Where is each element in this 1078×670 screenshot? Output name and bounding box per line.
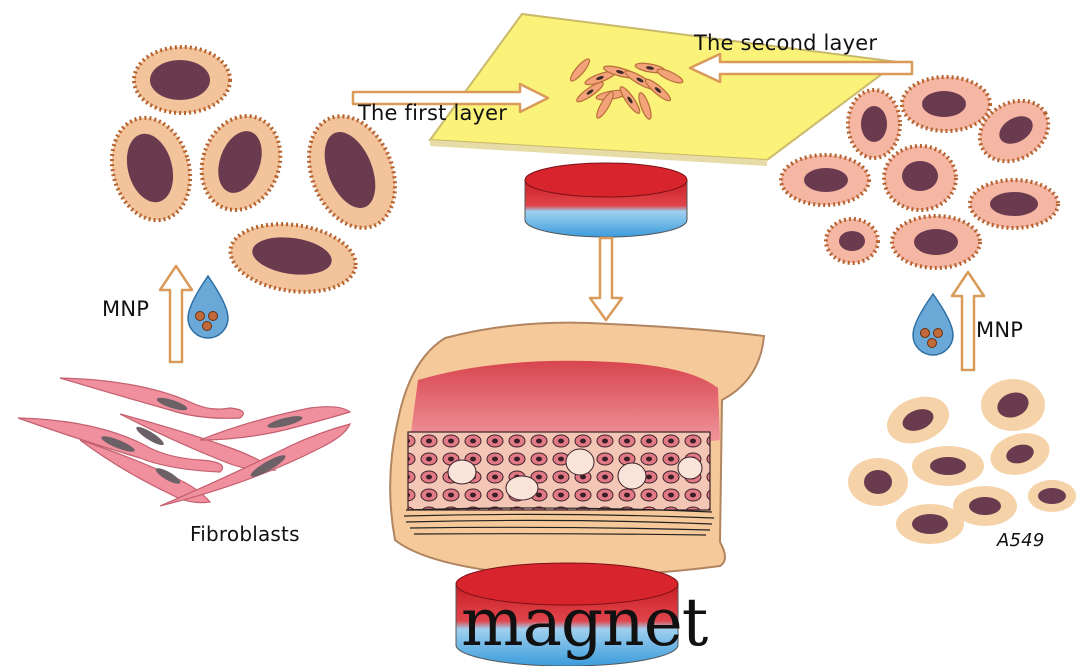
a549-cells	[848, 379, 1076, 544]
mnp-fibroblast-cells	[101, 47, 411, 299]
a549-cell	[896, 504, 964, 544]
a549-cell	[1028, 480, 1076, 512]
magnet-small	[525, 163, 687, 237]
label-second-layer: The second layer	[694, 31, 877, 55]
mnp-cell	[134, 47, 230, 113]
label-magnet: magnet	[461, 584, 707, 661]
mnp-cell	[970, 180, 1058, 228]
arrow-down-icon	[590, 238, 622, 320]
droplet-icon	[913, 294, 953, 355]
mnp-cell	[781, 155, 869, 205]
fibroblast	[60, 378, 243, 418]
label-mnp-right: MNP	[976, 318, 1023, 342]
mnp-cell	[902, 77, 990, 131]
label-fibroblasts: Fibroblasts	[190, 522, 300, 546]
droplet-icon	[188, 276, 228, 338]
a549-cell	[981, 379, 1045, 431]
mnp-cell	[101, 109, 201, 229]
label-first-layer: The first layer	[358, 101, 507, 125]
a549-cell	[986, 427, 1054, 481]
a549-cell	[848, 458, 908, 506]
arrow-up-icon	[160, 266, 192, 362]
mnp-cell	[848, 90, 900, 158]
a549-cell	[912, 446, 984, 486]
tissue-construct	[390, 323, 764, 576]
a549-cell	[880, 388, 955, 451]
mnp-cell	[884, 146, 956, 210]
mnp-cell	[892, 216, 980, 268]
label-mnp-left: MNP	[102, 297, 149, 321]
fibroblast-cells	[18, 378, 350, 506]
mnp-cell	[226, 217, 360, 300]
label-a549: A549	[997, 530, 1044, 551]
mnp-cell	[189, 105, 293, 221]
mnp-cell	[826, 219, 878, 263]
